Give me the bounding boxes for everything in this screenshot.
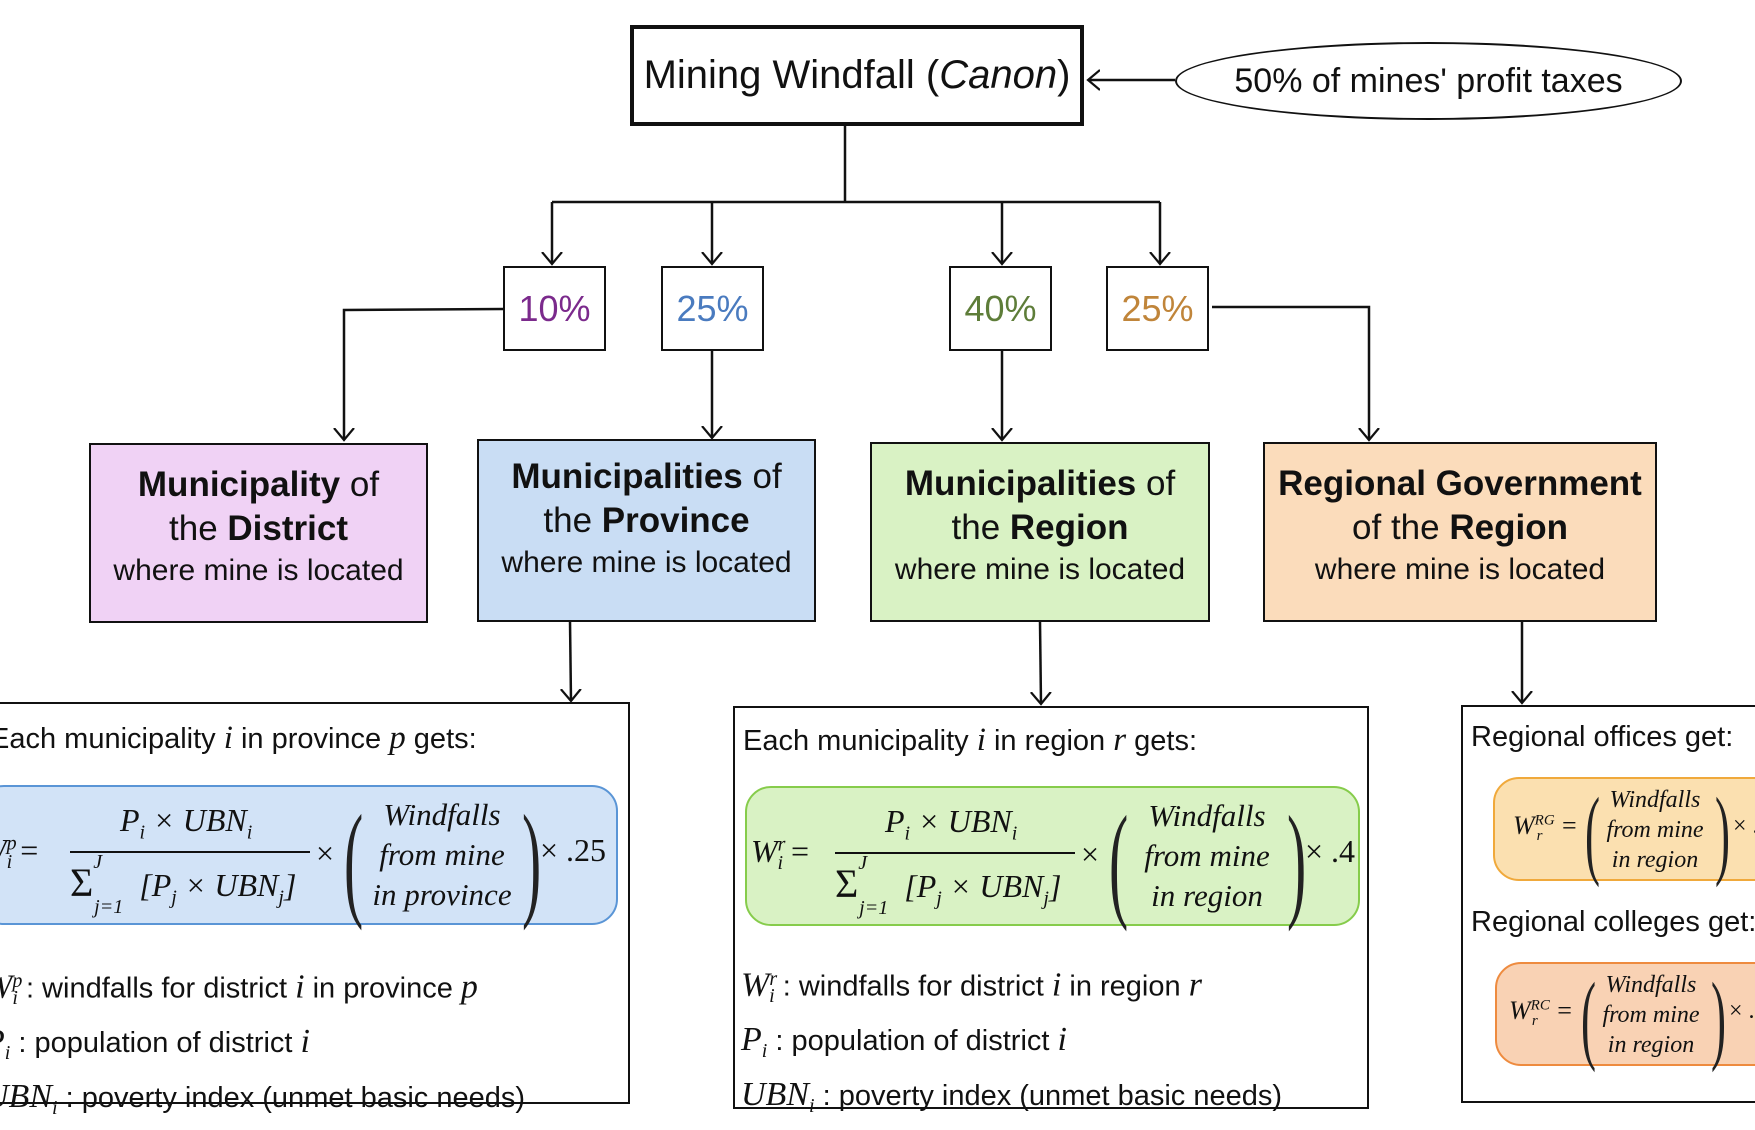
canon-title: Mining Windfall (Canon) [643, 53, 1071, 97]
formula-lhs: Wri = [751, 833, 810, 875]
times-symbol: × [1081, 836, 1100, 872]
arrow-to-district [344, 307, 505, 440]
formula-multiplier: × .4 [1305, 833, 1356, 869]
arrow-to-region-panel [1040, 621, 1041, 704]
recipient-sub: where mine is located [1314, 553, 1606, 586]
left-paren: ( [344, 789, 364, 931]
colleges-heading: Regional colleges get: [1471, 906, 1755, 938]
share-box-region: 40% [949, 266, 1052, 351]
recipient-sub: where mine is located [894, 553, 1186, 586]
canon-box: Mining Windfall (Canon) [630, 25, 1084, 126]
province-legend: Wpi : windfalls for district i in provin… [0, 960, 525, 1130]
formula-numerator: Pi × UBNi [120, 802, 253, 844]
arrow-to-province-panel [570, 620, 571, 701]
formula-numerator: Pi × UBNi [885, 803, 1018, 845]
province-panel-heading: Each municipality i in province p gets: [0, 720, 477, 756]
recipient-line2: of the Region [1352, 508, 1568, 547]
offices-lhs: WRGr = [1513, 811, 1577, 845]
left-paren: ( [1581, 962, 1596, 1073]
recipient-sub: where mine is located [113, 554, 404, 587]
formula-denominator: ΣJj=1 [Pj × UBNj] [835, 852, 1062, 920]
legend-item: UBNi : poverty index (unmet basic needs) [741, 1076, 1283, 1118]
region-panel-heading: Each municipality i in region r gets: [743, 722, 1198, 758]
legend-item: Wri : windfalls for district i in region… [741, 966, 1202, 1008]
left-paren: ( [1109, 790, 1129, 932]
recipient-line2: the Region [951, 508, 1129, 547]
recipient-sub: where mine is located [501, 546, 792, 579]
region-formula-panel: Each municipality i in region r gets: Wr… [733, 706, 1369, 1117]
formula-denominator: ΣJj=1 [Pj × UBNj] [70, 851, 297, 919]
formula-lhs: Wpi = [0, 832, 39, 874]
recipient-line2: the District [169, 509, 348, 548]
recipient-line1: Municipalities of [511, 457, 782, 496]
right-paren: ) [522, 789, 542, 931]
region-formula-box: Wri = Pi × UBNi ΣJj=1 [Pj × UBNj] × ( Wi… [745, 786, 1360, 932]
offices-heading: Regional offices get: [1471, 721, 1734, 753]
recipient-district: Municipality of the District where mine … [89, 443, 428, 623]
recipient-line1: Municipality of [137, 465, 380, 504]
share-label: 10% [518, 287, 591, 329]
recipient-line1: Regional Government [1278, 464, 1642, 503]
share-label: 25% [676, 287, 749, 329]
share-label: 40% [964, 287, 1037, 329]
origin-ellipse: 50% of mines' profit taxes [1175, 42, 1682, 120]
recipient-line1: Municipalities of [904, 464, 1176, 503]
offices-multiplier: × .2 [1733, 813, 1755, 839]
right-paren: ) [1711, 962, 1726, 1073]
share-box-province: 25% [661, 266, 764, 351]
right-paren: ) [1715, 777, 1730, 888]
times-symbol: × [316, 835, 335, 871]
recipient-line2: the Province [543, 501, 750, 540]
share-box-regional-gov: 25% [1106, 266, 1209, 351]
recipient-regional-gov: Regional Government of the Region where … [1263, 442, 1657, 622]
right-paren: ) [1287, 790, 1307, 932]
legend-item: Pi : population of district i [0, 1023, 310, 1065]
recipient-province: Municipalities of the Province where min… [477, 439, 816, 622]
colleges-multiplier: × .0 [1729, 998, 1755, 1024]
legend-item: UBNi : poverty index (unmet basic needs) [0, 1078, 526, 1120]
fraction-bar [70, 851, 310, 853]
region-legend: Wri : windfalls for district i in region… [741, 958, 1282, 1128]
share-box-district: 10% [503, 266, 606, 351]
share-label: 25% [1121, 287, 1194, 329]
left-paren: ( [1585, 777, 1600, 888]
formula-multiplier: × .25 [540, 832, 607, 868]
arrow-to-regional-gov [1212, 305, 1369, 440]
recipient-region: Municipalities of the Region where mine … [870, 442, 1210, 622]
origin-label: 50% of mines' profit taxes [1234, 61, 1623, 100]
regional-formula-panel: Regional offices get: WRGr = ( Windfalls… [1461, 705, 1755, 1103]
legend-item: Pi : population of district i [741, 1021, 1067, 1063]
province-formula-panel: Each municipality i in province p gets: … [0, 702, 630, 1119]
legend-item: Wpi : windfalls for district i in provin… [0, 968, 478, 1010]
province-formula-box: Wpi = Pi × UBNi ΣJj=1 [Pj × UBNj] × ( Wi… [0, 785, 618, 931]
fraction-bar [835, 852, 1075, 854]
colleges-lhs: WRCr = [1509, 996, 1572, 1030]
